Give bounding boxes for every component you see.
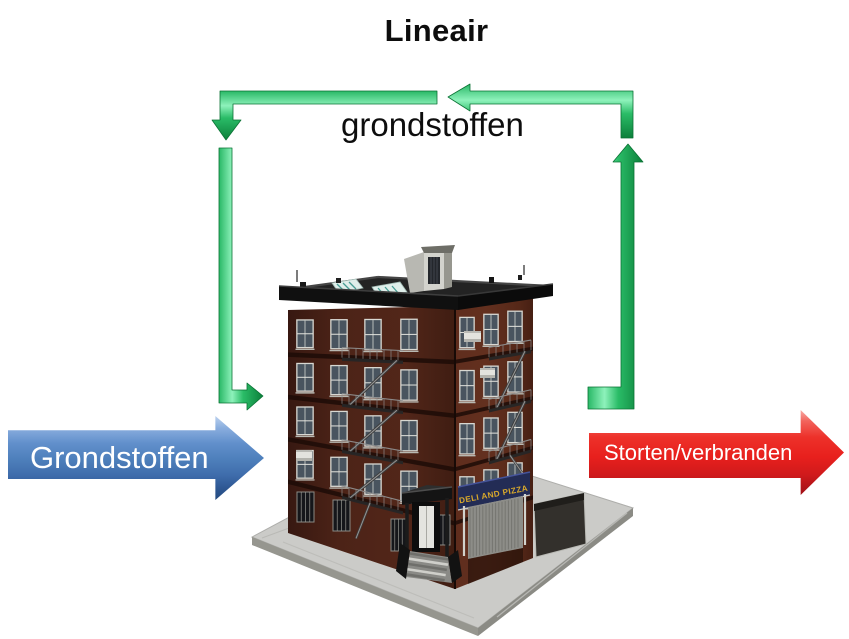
building-window xyxy=(482,417,500,451)
slide-title: Lineair xyxy=(384,13,489,48)
loop-arrow-top-left xyxy=(211,90,438,141)
loop-arrow-left-down xyxy=(218,147,264,411)
roof xyxy=(278,245,554,310)
loop-label: grondstoffen xyxy=(341,106,524,143)
building-window xyxy=(329,410,349,443)
building-window xyxy=(506,310,524,344)
building-window xyxy=(329,364,349,398)
ac-unit xyxy=(480,368,495,378)
loop-arrow-right-up xyxy=(587,143,644,410)
ac-unit xyxy=(296,450,312,461)
fire-escape-left xyxy=(341,347,404,539)
building-window xyxy=(399,419,419,454)
fire-escape-right xyxy=(488,339,532,474)
building-window xyxy=(399,318,419,352)
recycle-loop-arrows xyxy=(211,83,644,411)
building-window xyxy=(329,319,349,352)
building-window xyxy=(506,361,524,395)
building-window xyxy=(295,406,315,438)
entrance-stoop xyxy=(396,485,462,583)
building-window xyxy=(458,422,476,457)
input-arrow-label: Grondstoffen xyxy=(30,440,209,475)
building-window xyxy=(482,313,500,348)
building-window xyxy=(363,318,383,353)
building-window xyxy=(399,369,419,403)
basement-window xyxy=(296,491,315,523)
building-window xyxy=(295,319,315,351)
building-window xyxy=(329,456,349,489)
basement-window xyxy=(332,499,351,532)
ac-unit xyxy=(464,331,481,342)
output-arrow-label: Storten/verbranden xyxy=(604,439,793,465)
building-window xyxy=(506,411,524,446)
loop-arrow-top-right xyxy=(447,83,634,139)
building-window xyxy=(458,369,476,404)
storefront: DELI AND PIZZA xyxy=(457,471,531,584)
apartment-building-illustration: DELI AND PIZZA xyxy=(278,245,554,589)
building-window xyxy=(295,362,315,394)
